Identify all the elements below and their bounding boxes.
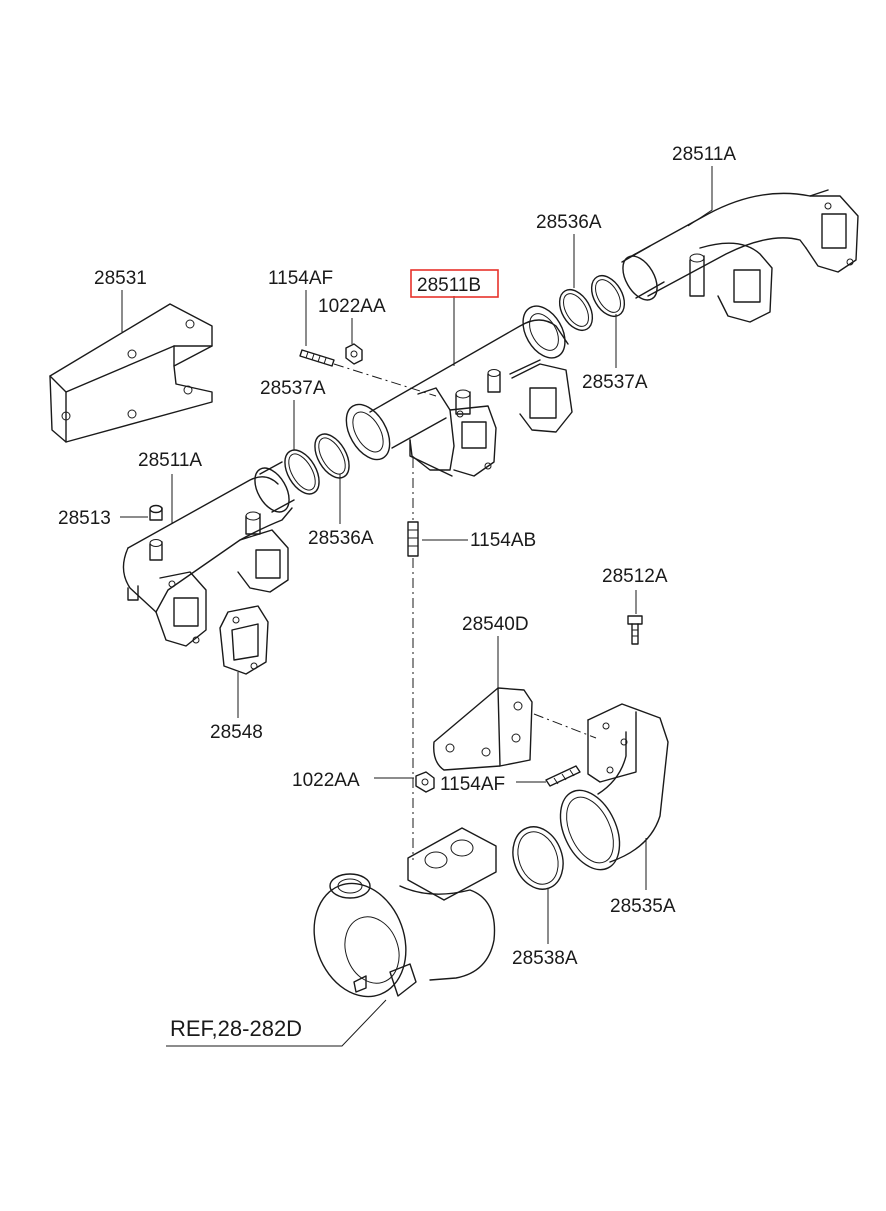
nut-1022AA-bottom bbox=[415, 771, 435, 793]
label-28548: 28548 bbox=[210, 722, 263, 743]
label-1022AA-top: 1022AA bbox=[318, 296, 386, 317]
label-28538A: 28538A bbox=[512, 948, 578, 969]
label-28511B: 28511B bbox=[417, 275, 481, 296]
label-28511A-top: 28511A bbox=[672, 144, 736, 165]
label-28537A-left: 28537A bbox=[260, 378, 326, 399]
nut-1022AA-top bbox=[345, 343, 363, 365]
label-1154AB: 1154AB bbox=[470, 530, 536, 551]
gasket-ring-28536A-top bbox=[558, 289, 594, 331]
label-1154AF-top: 1154AF bbox=[268, 268, 333, 289]
exhaust-manifold-center-28511B bbox=[345, 305, 573, 477]
leader-lines bbox=[120, 166, 713, 1047]
exhaust-manifold-rear-28511A bbox=[621, 189, 859, 323]
label-1022AA-bottom: 1022AA bbox=[292, 770, 360, 791]
seal-ring-28537A-top bbox=[590, 275, 626, 317]
stud-1154AB bbox=[407, 521, 419, 557]
gasket-ring-28538A bbox=[512, 826, 564, 890]
label-28536A-left: 28536A bbox=[308, 528, 374, 549]
label-28531: 28531 bbox=[94, 268, 147, 289]
label-28536A-top: 28536A bbox=[536, 212, 602, 233]
exhaust-pipe-28535A bbox=[559, 703, 669, 871]
label-28511A-left: 28511A bbox=[138, 450, 202, 471]
label-ref-turbocharger: REF,28-282D bbox=[170, 1016, 302, 1041]
label-28540D: 28540D bbox=[462, 614, 529, 635]
stud-1154AF-bottom bbox=[545, 765, 581, 787]
exhaust-manifold-front-28511A bbox=[122, 461, 295, 647]
label-28512A: 28512A bbox=[602, 566, 668, 587]
label-1154AF-bottom: 1154AF bbox=[440, 774, 505, 795]
heat-shield-bracket-28531 bbox=[49, 303, 213, 443]
turbocharger bbox=[313, 827, 497, 998]
gasket-ring-28536A-left bbox=[314, 433, 350, 479]
stud-1154AF-top bbox=[299, 349, 335, 367]
label-28537A-right: 28537A bbox=[582, 372, 648, 393]
highlight-box-28511B bbox=[410, 269, 499, 298]
gasket-28548 bbox=[219, 605, 269, 675]
label-28535A: 28535A bbox=[610, 896, 676, 917]
bracket-28540D bbox=[433, 687, 533, 771]
seal-ring-28537A-left bbox=[284, 449, 320, 495]
bolt-28512A bbox=[627, 615, 643, 645]
label-28513: 28513 bbox=[58, 508, 111, 529]
plug-28513 bbox=[149, 504, 163, 521]
